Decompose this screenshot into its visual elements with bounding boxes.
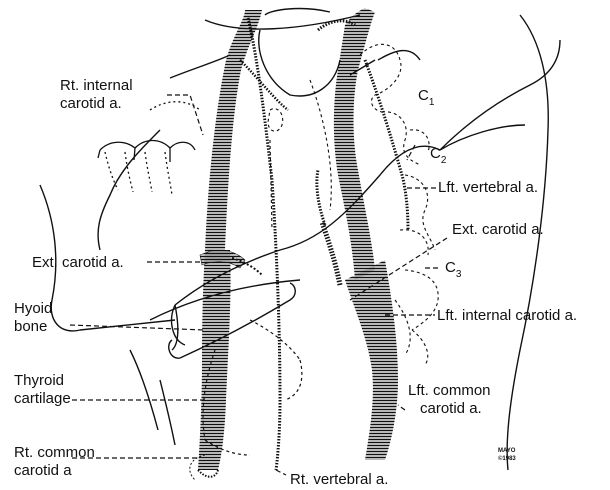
label-rt-internal-line1: Rt. internal bbox=[60, 77, 133, 94]
label-rt-vertebral: Rt. vertebral a. bbox=[290, 471, 388, 488]
left-external-carotid-artery bbox=[317, 170, 340, 285]
label-thyroid-line2: cartilage bbox=[14, 390, 71, 407]
label-rt-common-line1: Rt. common bbox=[14, 444, 95, 461]
left-internal-carotid-artery bbox=[334, 8, 375, 280]
right-internal-carotid-artery bbox=[205, 10, 262, 250]
label-c1: C1 bbox=[418, 87, 435, 108]
label-lft-common-line1: Lft. common bbox=[408, 382, 491, 399]
right-vertebral-artery bbox=[240, 18, 288, 470]
mayo-signature: MAYO bbox=[498, 448, 516, 454]
label-lft-internal-carotid: Lft. internal carotid a. bbox=[437, 307, 577, 324]
label-ext-carotid-left-side: Ext. carotid a. bbox=[452, 221, 544, 238]
teeth-icon bbox=[98, 102, 200, 195]
label-rt-common-line2: carotid a bbox=[14, 462, 72, 479]
labels: Rt. internal carotid a. C1 C2 C3 Lft. ve… bbox=[14, 77, 577, 488]
right-common-carotid-artery bbox=[198, 250, 231, 470]
mayo-copyright: ©1983 bbox=[498, 455, 516, 462]
label-ext-carotid-right-side: Ext. carotid a. bbox=[32, 254, 124, 271]
label-hyoid-line2: bone bbox=[14, 318, 47, 335]
left-common-carotid-artery bbox=[345, 260, 398, 460]
label-rt-internal-line2: carotid a. bbox=[60, 95, 122, 112]
hyoid-bone bbox=[169, 283, 296, 358]
label-hyoid-line1: Hyoid bbox=[14, 300, 52, 317]
label-lft-vertebral: Lft. vertebral a. bbox=[438, 179, 538, 196]
label-lft-common-line2: carotid a. bbox=[420, 400, 482, 417]
label-c3: C3 bbox=[445, 259, 462, 280]
label-thyroid-line1: Thyroid bbox=[14, 372, 64, 389]
